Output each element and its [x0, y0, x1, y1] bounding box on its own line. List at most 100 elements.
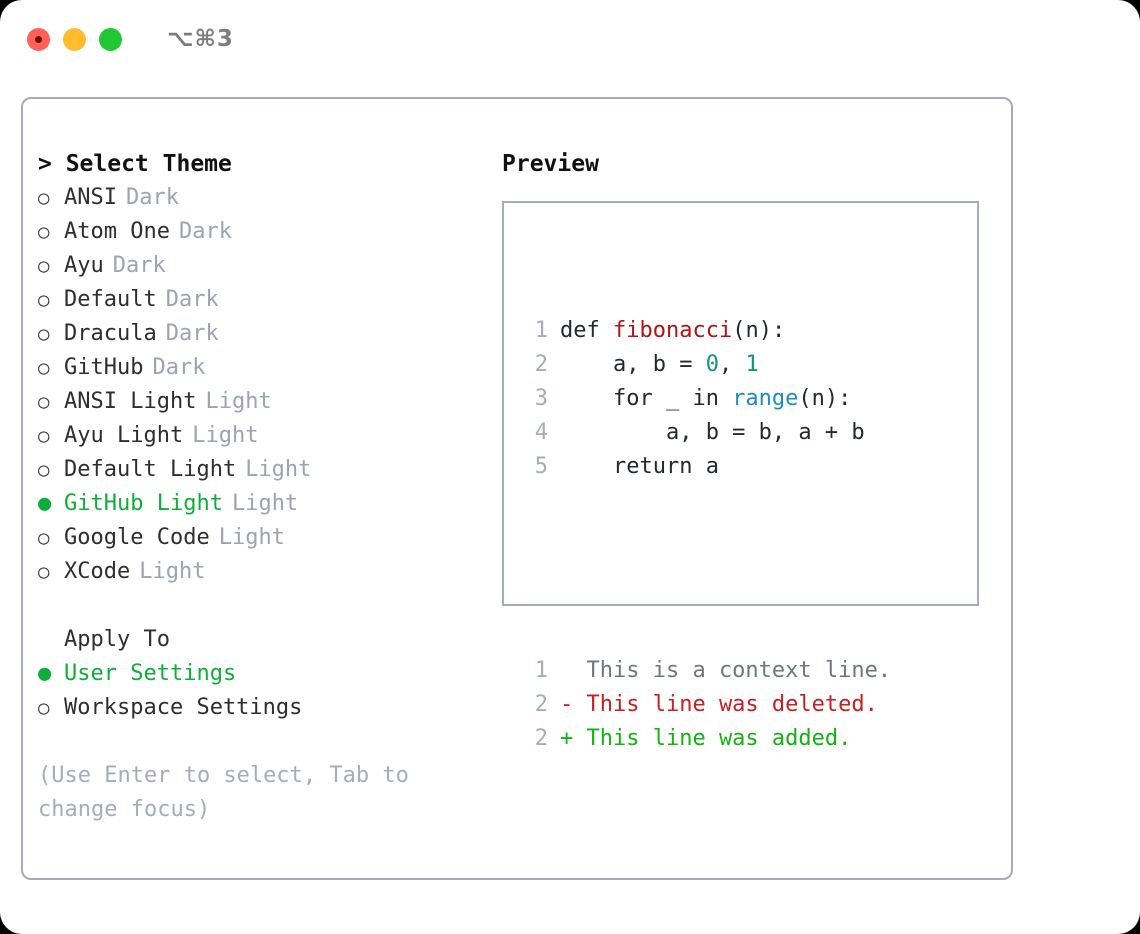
code-token: for _ in	[560, 386, 733, 411]
theme-option-category: Dark	[165, 321, 219, 346]
theme-option-google-code[interactable]: ○ Google Code Light	[38, 521, 498, 555]
code-line: 2 a, b = 0, 1	[520, 348, 891, 382]
theme-option-ansi[interactable]: ○ ANSI Dark	[38, 181, 498, 215]
radio-unselected-icon: ○	[38, 187, 50, 209]
radio-unselected-icon: ○	[38, 221, 50, 243]
code-line: 3 for _ in range(n):	[520, 382, 891, 416]
theme-option-label: GitHub	[64, 355, 144, 380]
theme-option-label: Ayu	[64, 253, 104, 278]
code-token: - This line was deleted.	[560, 692, 878, 717]
theme-option-label: Default Light	[64, 457, 237, 482]
theme-option-label: Default	[64, 287, 157, 312]
apply-to-option-label: User Settings	[64, 661, 237, 686]
close-window-button[interactable]	[27, 27, 50, 51]
radio-unselected-icon: ○	[38, 527, 50, 549]
radio-unselected-icon: ○	[38, 391, 50, 413]
code-token: fibonacci	[612, 318, 733, 343]
apply-to-option-user-settings[interactable]: ● User Settings	[38, 657, 498, 691]
theme-option-category: Light	[245, 457, 312, 482]
select-theme-heading: > Select Theme	[38, 151, 232, 177]
code-token: a, b =	[560, 352, 706, 377]
code-token: return a	[560, 454, 719, 479]
apply-to-option-label: Workspace Settings	[64, 695, 303, 720]
code-token: range	[732, 386, 799, 411]
code-token: a, b = b, a + b	[560, 420, 865, 445]
radio-unselected-icon: ○	[38, 697, 50, 719]
apply-to-label: Apply To	[64, 627, 170, 652]
theme-option-label: ANSI Light	[64, 389, 197, 414]
theme-option-category: Light	[192, 423, 259, 448]
radio-unselected-icon: ○	[38, 561, 50, 583]
theme-option-category: Dark	[165, 287, 219, 312]
theme-option-category: Dark	[125, 185, 179, 210]
theme-option-category: Light	[218, 525, 285, 550]
radio-unselected-icon: ○	[38, 425, 50, 447]
theme-option-category: Light	[231, 491, 299, 516]
line-number: 1	[534, 318, 548, 343]
theme-option-label: XCode	[64, 559, 131, 584]
theme-option-category: Light	[205, 389, 272, 414]
traffic-light-buttons	[27, 27, 122, 51]
radio-selected-icon: ●	[38, 491, 52, 516]
radio-unselected-icon: ○	[38, 289, 50, 311]
theme-option-label: Atom One	[64, 219, 170, 244]
theme-option-category: Dark	[152, 355, 206, 380]
theme-option-label: GitHub Light	[64, 491, 223, 516]
code-token: ,	[718, 352, 746, 377]
code-line: 1 def fibonacci(n):	[520, 314, 891, 348]
apply-to-option-workspace-settings[interactable]: ○ Workspace Settings	[38, 691, 498, 725]
code-line: 4 a, b = b, a + b	[520, 416, 891, 450]
line-number: 2	[534, 726, 548, 751]
theme-option-label: Google Code	[64, 525, 210, 550]
theme-option-label: Ayu Light	[64, 423, 184, 448]
theme-option-github[interactable]: ○ GitHub Dark	[38, 351, 498, 385]
line-number: 2	[534, 692, 548, 717]
title-bar: ⌥⌘3	[0, 0, 1140, 78]
preview-title: Preview	[502, 151, 599, 177]
theme-option-ansi-light[interactable]: ○ ANSI Light Light	[38, 385, 498, 419]
code-token: (n):	[798, 386, 852, 411]
code-token: + This line was added.	[560, 726, 852, 751]
minimize-window-button[interactable]	[63, 27, 86, 51]
theme-option-xcode[interactable]: ○ XCode Light	[38, 555, 498, 589]
theme-option-category: Dark	[178, 219, 232, 244]
code-token: 0	[705, 352, 719, 377]
keyboard-shortcut-label: ⌥⌘3	[167, 26, 234, 52]
code-token: def	[560, 318, 613, 343]
theme-option-category: Light	[139, 559, 206, 584]
code-line: 5 return a	[520, 450, 891, 484]
theme-option-ayu-light[interactable]: ○ Ayu Light Light	[38, 419, 498, 453]
line-number: 5	[534, 454, 548, 479]
radio-unselected-icon: ○	[38, 323, 50, 345]
apply-to-list: ● User Settings ○ Workspace Settings	[38, 657, 498, 725]
theme-option-ayu[interactable]: ○ Ayu Dark	[38, 249, 498, 283]
theme-option-category: Dark	[112, 253, 166, 278]
diff-line: 1 This is a context line.	[520, 654, 891, 688]
theme-option-default[interactable]: ○ Default Dark	[38, 283, 498, 317]
code-token: (n):	[732, 318, 786, 343]
radio-unselected-icon: ○	[38, 255, 50, 277]
code-token: 1	[745, 352, 759, 377]
line-number: 3	[534, 386, 548, 411]
theme-option-label: ANSI	[64, 185, 117, 210]
radio-selected-icon: ●	[38, 661, 52, 686]
theme-option-github-light[interactable]: ● GitHub Light Light	[38, 487, 498, 521]
maximize-window-button[interactable]	[99, 27, 122, 51]
line-number: 2	[534, 352, 548, 377]
diff-block: 1 This is a context line. 2 - This line wa…	[520, 654, 891, 756]
line-number: 1	[534, 658, 548, 683]
radio-unselected-icon: ○	[38, 357, 50, 379]
theme-option-atom-one[interactable]: ○ Atom One Dark	[38, 215, 498, 249]
code-token: This is a context line.	[560, 658, 892, 683]
keyboard-hint-text: (Use Enter to select, Tab to change focu…	[38, 763, 423, 822]
